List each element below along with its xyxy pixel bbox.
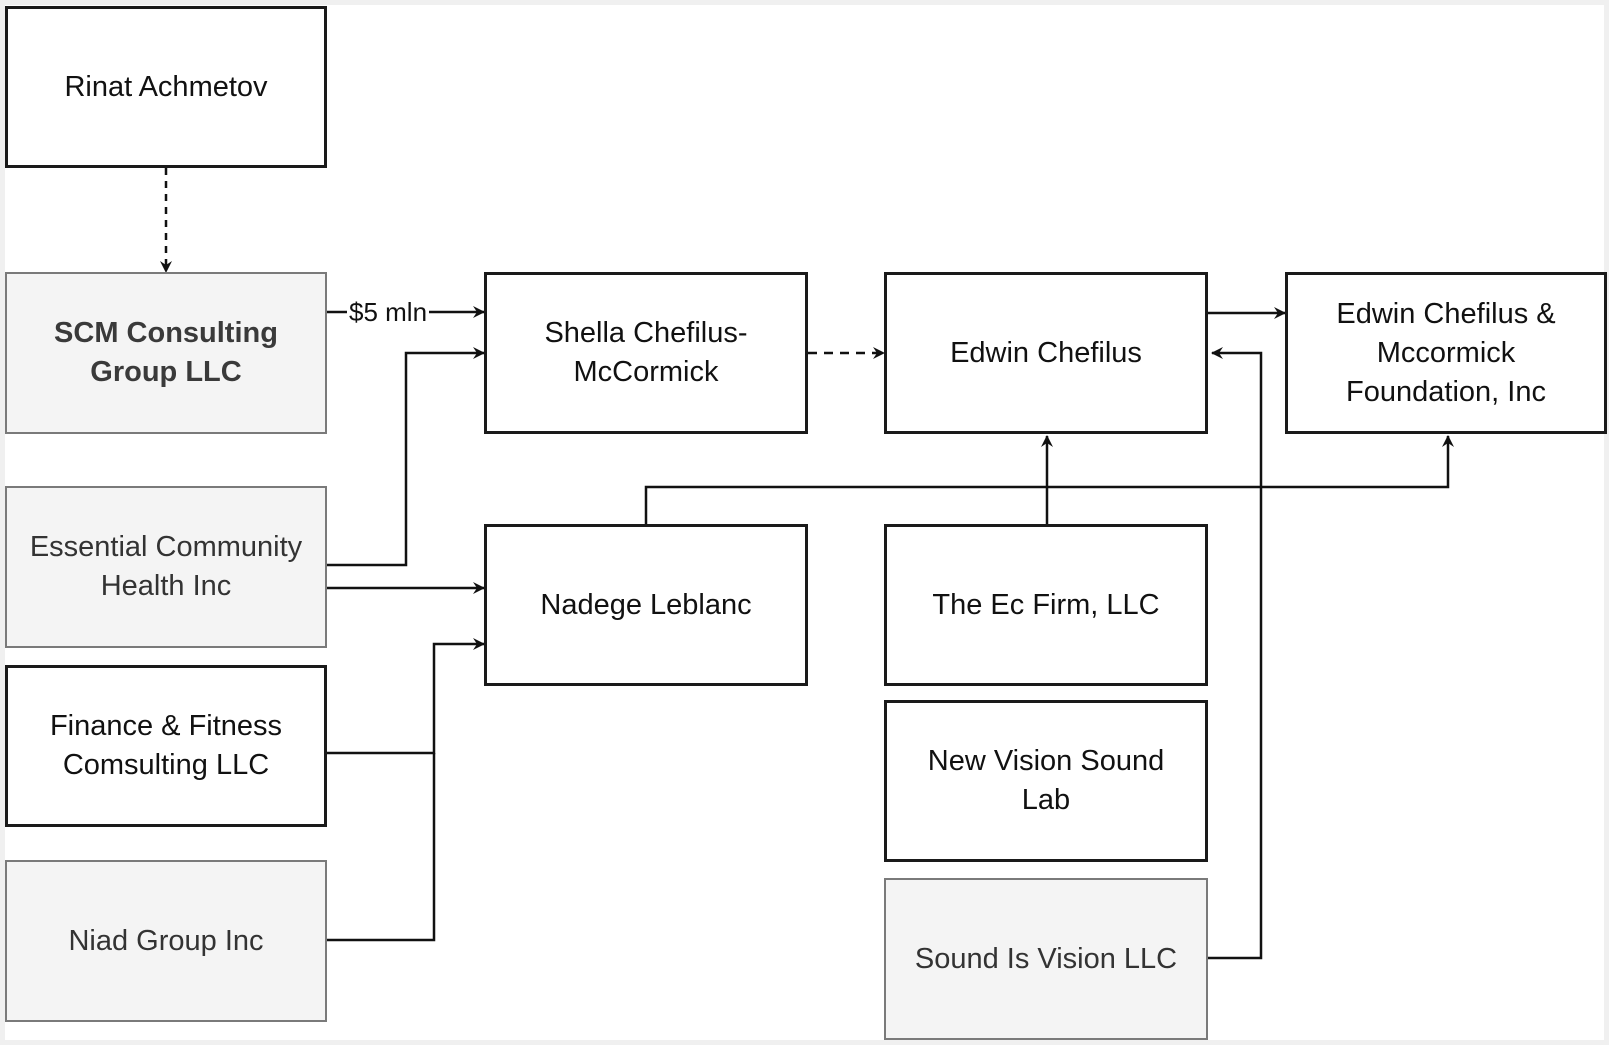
node-chefilus-foundation[interactable]: Edwin Chefilus & Mccormick Foundation, I… (1285, 272, 1607, 434)
node-essential-community-health[interactable]: Essential Community Health Inc (5, 486, 327, 648)
node-label: Edwin Chefilus (950, 336, 1142, 369)
node-label: SCM Consulting Group LLC (54, 317, 278, 388)
node-label: Shella Chefilus-McCormick (544, 317, 748, 388)
node-scm-consulting[interactable]: SCM Consulting Group LLC (5, 272, 327, 434)
node-label: Sound Is Vision LLC (914, 942, 1178, 975)
node-niad-group[interactable]: Niad Group Inc (5, 860, 327, 1022)
node-new-vision-sound-lab[interactable]: New Vision Sound Lab (884, 700, 1208, 862)
node-label: Finance & Fitness Comsulting LLC (49, 710, 283, 781)
edge-ech-to-shella (326, 347, 485, 567)
edge-niad-to-nadege (326, 753, 436, 942)
edge-soundis-to-edwin (1208, 347, 1263, 960)
node-label: The Ec Firm, LLC (932, 588, 1160, 621)
node-edwin-chefilus[interactable]: Edwin Chefilus (884, 272, 1208, 434)
node-ec-firm[interactable]: The Ec Firm, LLC (884, 524, 1208, 686)
node-nadege-leblanc[interactable]: Nadege Leblanc (484, 524, 808, 686)
edge-finance-to-nadege (326, 638, 485, 755)
node-label: Edwin Chefilus & Mccormick Foundation, I… (1336, 297, 1556, 408)
node-sound-is-vision[interactable]: Sound Is Vision LLC (884, 878, 1208, 1040)
node-finance-fitness[interactable]: Finance & Fitness Comsulting LLC (5, 665, 327, 827)
node-label: Niad Group Inc (68, 924, 264, 957)
edge-label-amount: $5 mln (347, 297, 430, 327)
node-label: Essential Community Health Inc (29, 531, 303, 602)
node-rinat-achmetov[interactable]: Rinat Achmetov (5, 6, 327, 168)
node-label: Rinat Achmetov (64, 70, 268, 103)
node-shella-chefilus-mccormick[interactable]: Shella Chefilus-McCormick (484, 272, 808, 434)
node-label: New Vision Sound Lab (927, 745, 1165, 816)
node-label: Nadege Leblanc (540, 588, 752, 621)
